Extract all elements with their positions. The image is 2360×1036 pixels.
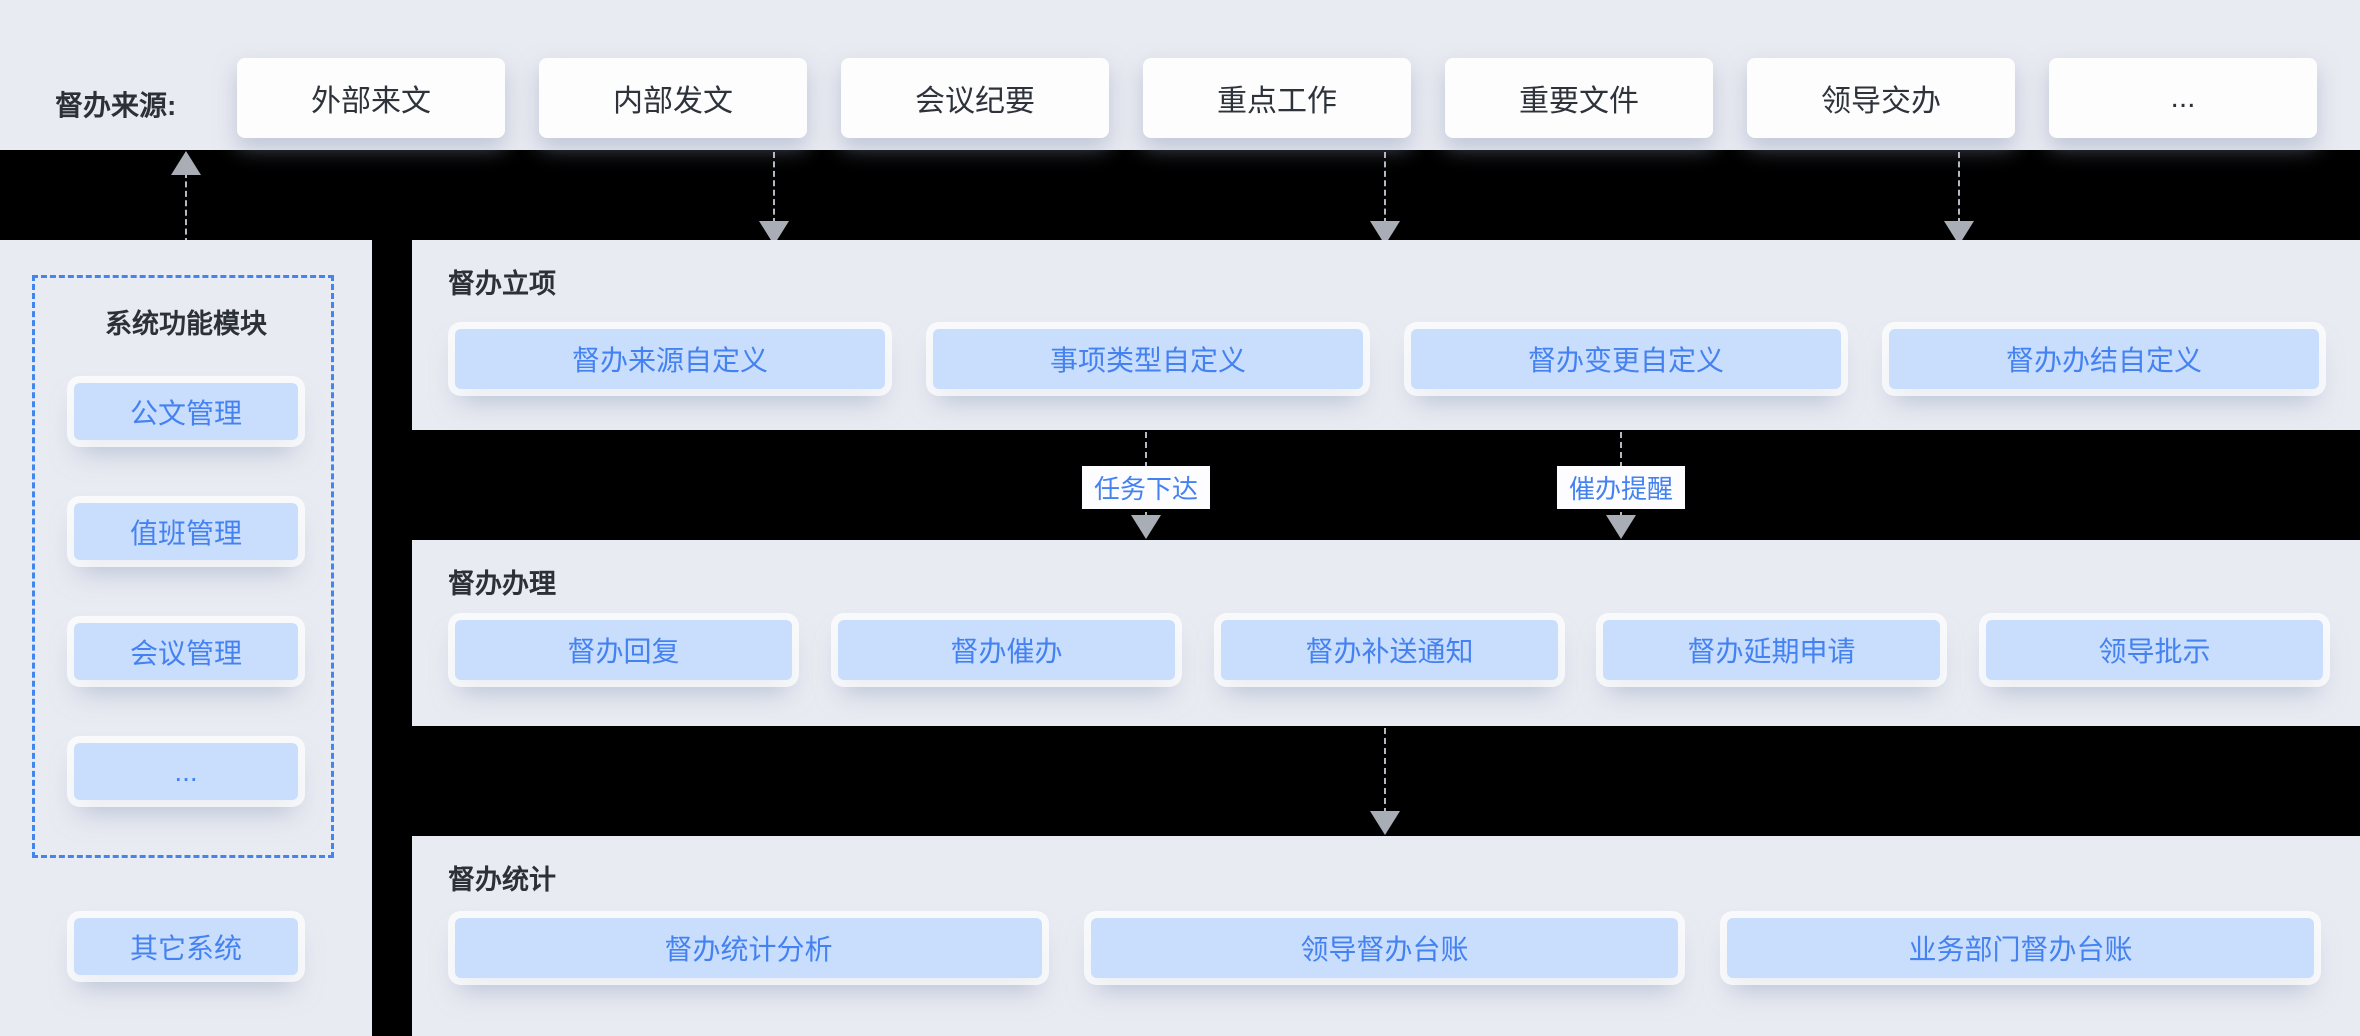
source-button-leader-assign[interactable]: 领导交办 — [1747, 58, 2015, 138]
node-statistics-analysis[interactable]: 督办统计分析 — [455, 918, 1042, 978]
arrow-up-head-icon — [171, 151, 201, 175]
arrow-down-1 — [759, 152, 789, 245]
node-change-custom[interactable]: 督办变更自定义 — [1411, 329, 1841, 389]
source-bar-label: 督办来源: — [55, 90, 177, 121]
section-title: 督办立项 — [448, 269, 556, 299]
section-title: 督办统计 — [448, 865, 556, 895]
system-modules-panel: 系统功能模块 公文管理 值班管理 会议管理 ... 其它系统 — [0, 240, 372, 1036]
source-button-meeting-minutes[interactable]: 会议纪要 — [841, 58, 1109, 138]
source-button-internal-doc[interactable]: 内部发文 — [539, 58, 807, 138]
arrow-up-sidebar — [171, 151, 201, 244]
module-button-document-mgmt[interactable]: 公文管理 — [74, 383, 298, 440]
source-button-more[interactable]: ... — [2049, 58, 2317, 138]
node-extension-request[interactable]: 督办延期申请 — [1603, 620, 1940, 680]
system-modules-title: 系统功能模块 — [105, 309, 267, 339]
section-project-initiation: 督办立项 督办来源自定义 事项类型自定义 督办变更自定义 督办办结自定义 — [412, 240, 2360, 430]
node-supplement-notice[interactable]: 督办补送通知 — [1221, 620, 1558, 680]
node-urge[interactable]: 督办催办 — [838, 620, 1175, 680]
section-statistics: 督办统计 督办统计分析 领导督办台账 业务部门督办台账 — [412, 836, 2360, 1036]
node-leader-ledger[interactable]: 领导督办台账 — [1091, 918, 1678, 978]
flow-label-task-dispatch: 任务下达 — [1081, 466, 1211, 509]
arrow-to-statistics — [1370, 728, 1400, 835]
module-button-meeting-mgmt[interactable]: 会议管理 — [74, 623, 298, 680]
system-modules-dashed-box — [32, 275, 334, 858]
arrow-down-2 — [1370, 152, 1400, 245]
node-item-type-custom[interactable]: 事项类型自定义 — [933, 329, 1363, 389]
arrow-down-3 — [1944, 152, 1974, 245]
other-system-button[interactable]: 其它系统 — [74, 918, 298, 975]
section-title: 督办办理 — [448, 569, 556, 599]
node-source-custom[interactable]: 督办来源自定义 — [455, 329, 885, 389]
node-leader-comment[interactable]: 领导批示 — [1986, 620, 2323, 680]
node-reply[interactable]: 督办回复 — [455, 620, 792, 680]
arrow-down-head-icon — [1370, 811, 1400, 835]
arrow-down-head-icon — [1606, 515, 1636, 539]
node-business-dept-ledger[interactable]: 业务部门督办台账 — [1727, 918, 2314, 978]
module-button-duty-mgmt[interactable]: 值班管理 — [74, 503, 298, 560]
section-handling: 督办办理 督办回复 督办催办 督办补送通知 督办延期申请 领导批示 — [412, 540, 2360, 726]
source-bar: 督办来源: 外部来文 内部发文 会议纪要 重点工作 重要文件 领导交办 ... — [0, 0, 2360, 150]
source-button-important-file[interactable]: 重要文件 — [1445, 58, 1713, 138]
source-button-key-work[interactable]: 重点工作 — [1143, 58, 1411, 138]
source-button-external-doc[interactable]: 外部来文 — [237, 58, 505, 138]
arrow-down-head-icon — [1131, 515, 1161, 539]
node-closure-custom[interactable]: 督办办结自定义 — [1889, 329, 2319, 389]
flow-label-urge-remind: 催办提醒 — [1556, 466, 1686, 509]
module-button-more[interactable]: ... — [74, 743, 298, 800]
